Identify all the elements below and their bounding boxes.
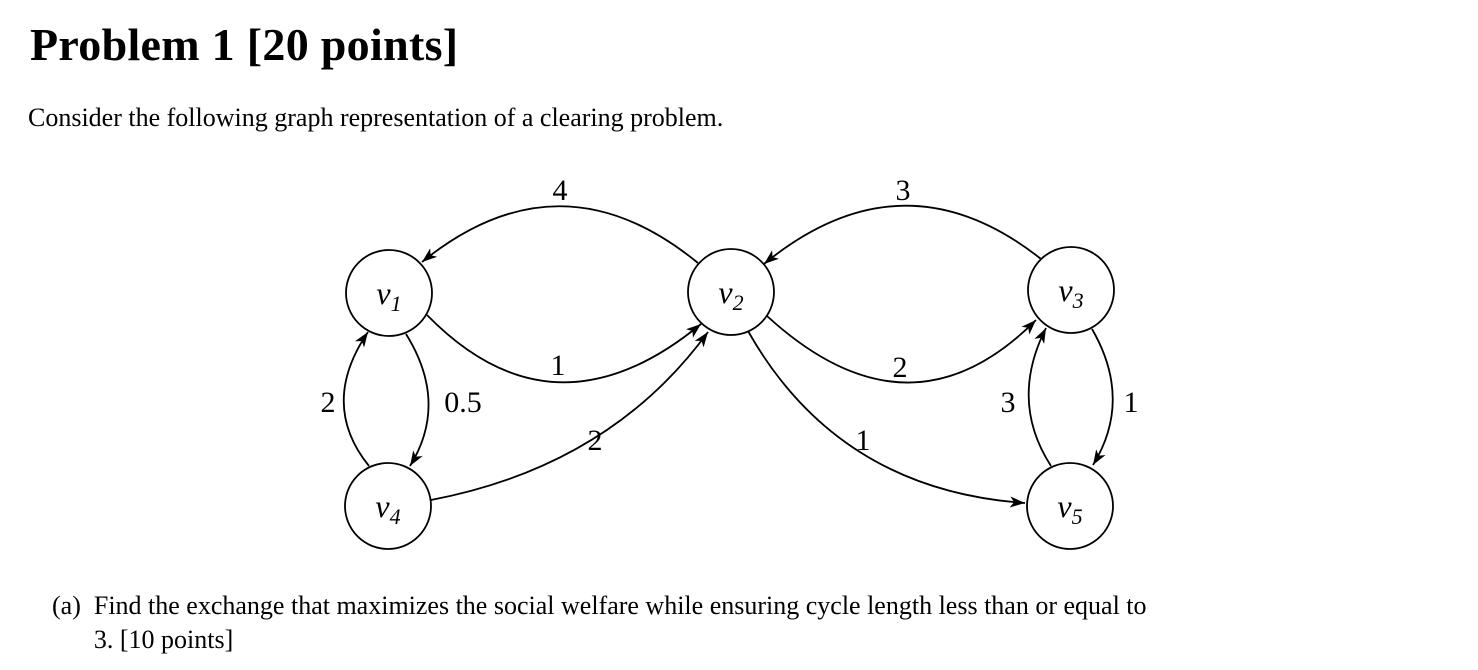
edge-v1-to-v4: [405, 333, 430, 467]
graph-node-v2: [687, 248, 775, 336]
item-a: (a) Find the exchange that maximizes the…: [52, 589, 1147, 657]
item-a-line2: 3. [10 points]: [93, 625, 234, 654]
item-a-text: Find the exchange that maximizes the soc…: [94, 589, 1147, 657]
graph-node-label-v1: v1: [376, 275, 401, 316]
edge-v5-to-v3: [1027, 327, 1052, 467]
edge-weight-v4-to-v1: 2: [321, 386, 336, 419]
edge-weight-v5-to-v3: 3: [1001, 386, 1016, 419]
edge-weight-v2-to-v5: 1: [856, 424, 871, 457]
edge-weight-v3-to-v5: 1: [1124, 386, 1139, 419]
problem-title: Problem 1 [20 points]: [30, 19, 459, 70]
graph-node-v3: [1027, 246, 1115, 334]
edge-v3-to-v2: [763, 204, 1042, 265]
graph-node-v4: [344, 462, 432, 550]
item-a-label: (a): [52, 591, 81, 620]
edge-v3-to-v5: [1091, 328, 1114, 466]
edge-v4-to-v2: [430, 331, 709, 501]
graph-node-v5: [1026, 462, 1114, 550]
intro-text: Consider the following graph representat…: [28, 103, 724, 132]
edge-v4-to-v1: [342, 331, 370, 467]
edge-v2-to-v5: [747, 330, 1026, 508]
edge-weight-v3-to-v2: 3: [896, 174, 911, 207]
edge-weight-v1-to-v4: 0.5: [444, 386, 482, 419]
graph-node-label-v5: v5: [1057, 488, 1082, 529]
graph-node-v1: [345, 249, 433, 337]
edge-weight-v4-to-v2: 2: [588, 424, 603, 457]
edge-weight-v2-to-v1: 4: [553, 174, 568, 207]
edge-v2-to-v3: [766, 315, 1037, 384]
item-a-line1: Find the exchange that maximizes the soc…: [93, 591, 1147, 620]
edge-v1-to-v2: [426, 314, 702, 384]
graph-node-label-v3: v3: [1058, 272, 1083, 313]
graph-node-label-v4: v4: [375, 488, 400, 529]
edge-v2-to-v1: [421, 205, 699, 264]
edge-weight-v2-to-v3: 2: [893, 351, 908, 384]
edge-weight-v1-to-v2: 1: [551, 349, 566, 382]
graph-node-label-v2: v2: [718, 274, 743, 315]
